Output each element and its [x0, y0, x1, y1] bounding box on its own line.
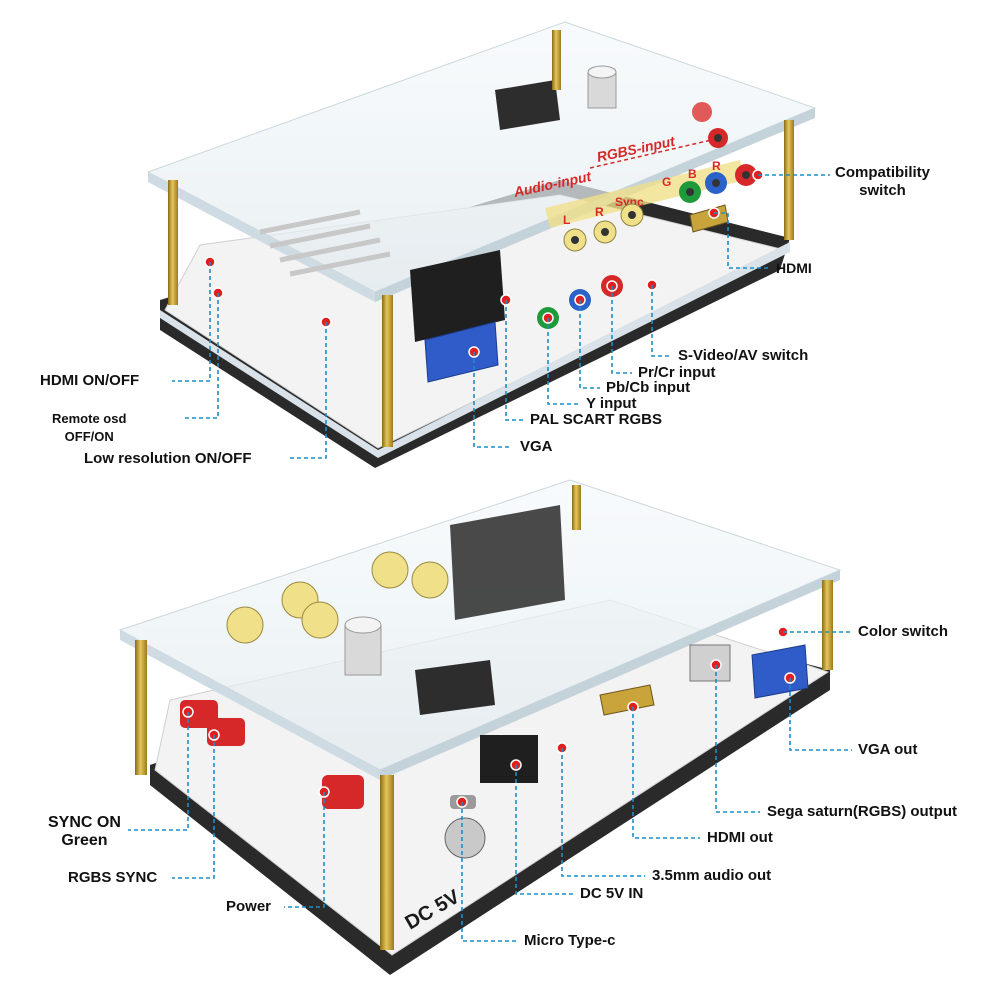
label-power: Power	[226, 898, 272, 915]
bottom-mini-din	[444, 817, 486, 859]
bottom-scart-back	[450, 505, 565, 620]
bottom-yellow-rca	[226, 551, 449, 644]
label-pb-cb-input: Pb/Cb input	[606, 379, 691, 396]
label-hdmi-out: HDMI out	[707, 829, 773, 846]
bottom-standoffs	[135, 485, 833, 950]
silk-r: R	[595, 205, 604, 219]
label-sega-saturn-output: Sega saturn(RGBS) output	[767, 803, 957, 820]
label-vga-out: VGA out	[858, 741, 918, 758]
silk-b: B	[688, 167, 697, 181]
bottom-oled-screen	[415, 660, 495, 715]
top-knob	[587, 65, 617, 109]
bottom-sega-port	[689, 644, 731, 682]
top-heatsink	[259, 209, 391, 277]
bottom-knob	[344, 616, 382, 676]
bottom-hdmi-out	[599, 684, 655, 716]
label-vga: VGA	[520, 438, 553, 455]
silk-r2: R	[712, 159, 721, 173]
label-hdmi-on-off: HDMI ON/OFF	[40, 372, 140, 389]
top-unit: Audio-input RGBS-input L R Sync G B R	[146, 21, 830, 468]
top-standoffs	[168, 30, 794, 447]
bottom-unit: DC 5V	[118, 479, 852, 975]
label-compatibility-line2: switch	[859, 182, 906, 199]
silk-g: G	[662, 175, 671, 189]
label-rgbs-sync: RGBS SYNC	[68, 869, 158, 886]
top-vga-connector	[424, 321, 499, 383]
bottom-lid-edge	[120, 630, 380, 780]
top-scart-connector	[410, 250, 505, 342]
bottom-dc-jack	[480, 735, 538, 783]
label-low-resolution: Low resolution ON/OFF	[84, 450, 252, 467]
bottom-leader-lines	[128, 631, 852, 942]
label-pal-scart-rgbs: PAL SCART RGBS	[530, 411, 662, 428]
label-remote-osd-line2: OFF/ON	[64, 429, 114, 444]
silk-l: L	[563, 213, 570, 227]
label-dc-5v-in: DC 5V IN	[580, 885, 644, 902]
label-color-switch: Color switch	[858, 623, 949, 640]
label-3-5mm-audio-out: 3.5mm audio out	[652, 867, 772, 884]
label-pr-cr-input: Pr/Cr input	[638, 364, 716, 381]
label-sync-on-green-line2: Green	[61, 832, 108, 849]
top-leader-lines	[172, 174, 830, 459]
bottom-vga-out	[751, 644, 809, 699]
top-oled-screen	[495, 80, 560, 130]
label-compatibility-line1: Compatibility	[835, 164, 931, 181]
label-remote-osd: Remote osd OFF/ON	[52, 410, 126, 446]
label-sync-on-green-line1: SYNC ON	[48, 814, 121, 831]
label-y-input: Y input	[586, 395, 637, 412]
label-remote-osd-line1: Remote osd	[52, 411, 127, 426]
bottom-lid-edge-right	[380, 570, 840, 780]
label-micro-type-c: Micro Type-c	[524, 932, 616, 949]
label-hdmi: HDMI	[776, 260, 812, 276]
label-sync-on-green: SYNC ON Green	[48, 814, 121, 850]
label-svideo-av-switch: S-Video/AV switch	[678, 347, 809, 364]
label-compatibility-switch: Compatibility switch	[835, 164, 930, 200]
